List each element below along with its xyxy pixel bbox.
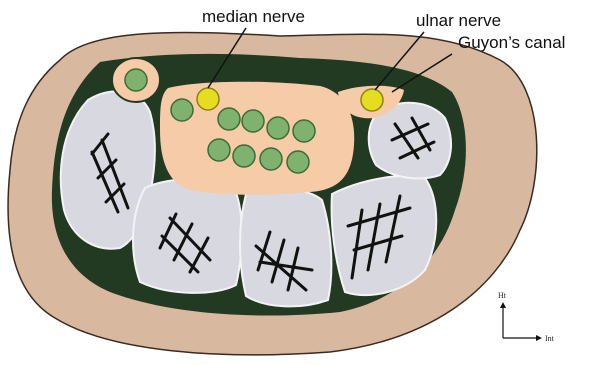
tendon bbox=[287, 151, 309, 173]
tendon bbox=[218, 108, 240, 130]
tendon bbox=[293, 120, 315, 142]
tendon bbox=[242, 110, 264, 132]
median-nerve bbox=[197, 88, 219, 110]
tendon bbox=[208, 139, 230, 161]
tendon bbox=[171, 99, 193, 121]
axis-up-label: Ht bbox=[498, 291, 507, 300]
axis-right-label: Int bbox=[545, 334, 555, 343]
orientation-axes: Ht Int bbox=[498, 291, 555, 343]
carpal-bone-3 bbox=[240, 189, 331, 306]
ulnar-nerve-label: ulnar nerve bbox=[416, 11, 501, 30]
tendon bbox=[233, 145, 255, 167]
tendon bbox=[260, 148, 282, 170]
median-nerve-label: median nerve bbox=[202, 7, 305, 26]
guyons-canal-label: Guyon’s canal bbox=[458, 33, 565, 52]
ulnar-nerve bbox=[361, 89, 383, 111]
tendon bbox=[267, 117, 289, 139]
carpal-tunnel bbox=[160, 82, 354, 195]
tendon-fcr bbox=[125, 69, 147, 91]
